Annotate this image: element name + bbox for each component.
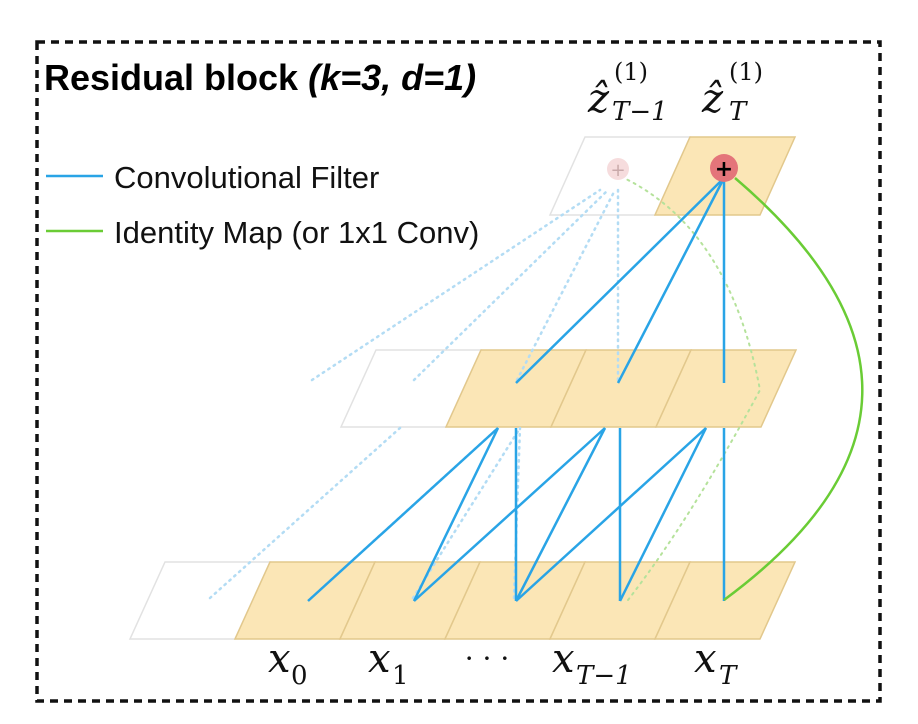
conv-filter-edge	[515, 427, 707, 602]
conv-filter-edge	[616, 177, 726, 384]
layer-cells	[128, 136, 798, 640]
faded-filter-edge	[411, 426, 522, 600]
output-label-t-minus-1: ẑ (1) T−1	[587, 58, 668, 127]
output-symbol: ẑ	[587, 76, 610, 122]
identity-skip-edge	[723, 177, 864, 602]
output-label-t: ẑ (1) T	[701, 58, 763, 127]
conv-filter-edge	[515, 177, 725, 384]
input-symbol: x	[552, 636, 575, 682]
add-node: +	[710, 154, 738, 182]
input-symbol: x	[694, 636, 717, 682]
input-label-x-t-minus-1: x T−1	[552, 636, 632, 691]
add-node-symbol: +	[715, 157, 733, 182]
conv-filter-edge	[618, 427, 708, 602]
legend: Convolutional Filter Identity Map (or 1x…	[46, 160, 479, 250]
faded-filter-edge	[412, 188, 610, 382]
input-ellipsis: · · ·	[465, 642, 510, 675]
input-subscript: 1	[392, 661, 409, 691]
title-params: (k=3, d=1)	[308, 57, 476, 98]
connections	[208, 177, 864, 602]
output-superscript: (1)	[729, 58, 763, 86]
output-subscript: T	[729, 97, 748, 127]
input-label-x0: x 0	[268, 636, 308, 691]
input-subscript: T	[719, 661, 738, 691]
output-subscript: T−1	[612, 97, 668, 127]
input-label-x1: x 1	[368, 636, 409, 691]
legend-conv-label: Convolutional Filter	[114, 160, 379, 195]
middle-layer-cell	[654, 349, 798, 428]
faded-filter-edge	[310, 188, 602, 382]
faded-filter-edge	[515, 188, 617, 382]
add-node-faded: +	[607, 158, 629, 181]
conv-filter-edge	[514, 427, 607, 602]
dashed-frame	[35, 40, 882, 703]
output-symbol: ẑ	[701, 76, 724, 122]
conv-filter-edge	[307, 427, 499, 602]
faded-identity-edge	[623, 177, 762, 601]
input-subscript: 0	[291, 661, 308, 691]
add-node-faded-circle	[607, 158, 629, 180]
diagram-title: Residual block (k=3, d=1)	[44, 57, 476, 98]
legend-identity-label: Identity Map (or 1x1 Conv)	[114, 215, 479, 250]
input-symbol: x	[268, 636, 291, 682]
conv-filter-edge	[412, 427, 500, 602]
output-superscript: (1)	[614, 58, 648, 86]
input-label-x-t: x T	[694, 636, 738, 691]
title-main: Residual block	[44, 57, 308, 98]
conv-filter-edge	[413, 427, 606, 602]
input-symbol: x	[368, 636, 391, 682]
add-node-faded-symbol: +	[610, 160, 625, 181]
add-node-circle	[710, 154, 738, 182]
input-subscript: T−1	[576, 661, 632, 691]
